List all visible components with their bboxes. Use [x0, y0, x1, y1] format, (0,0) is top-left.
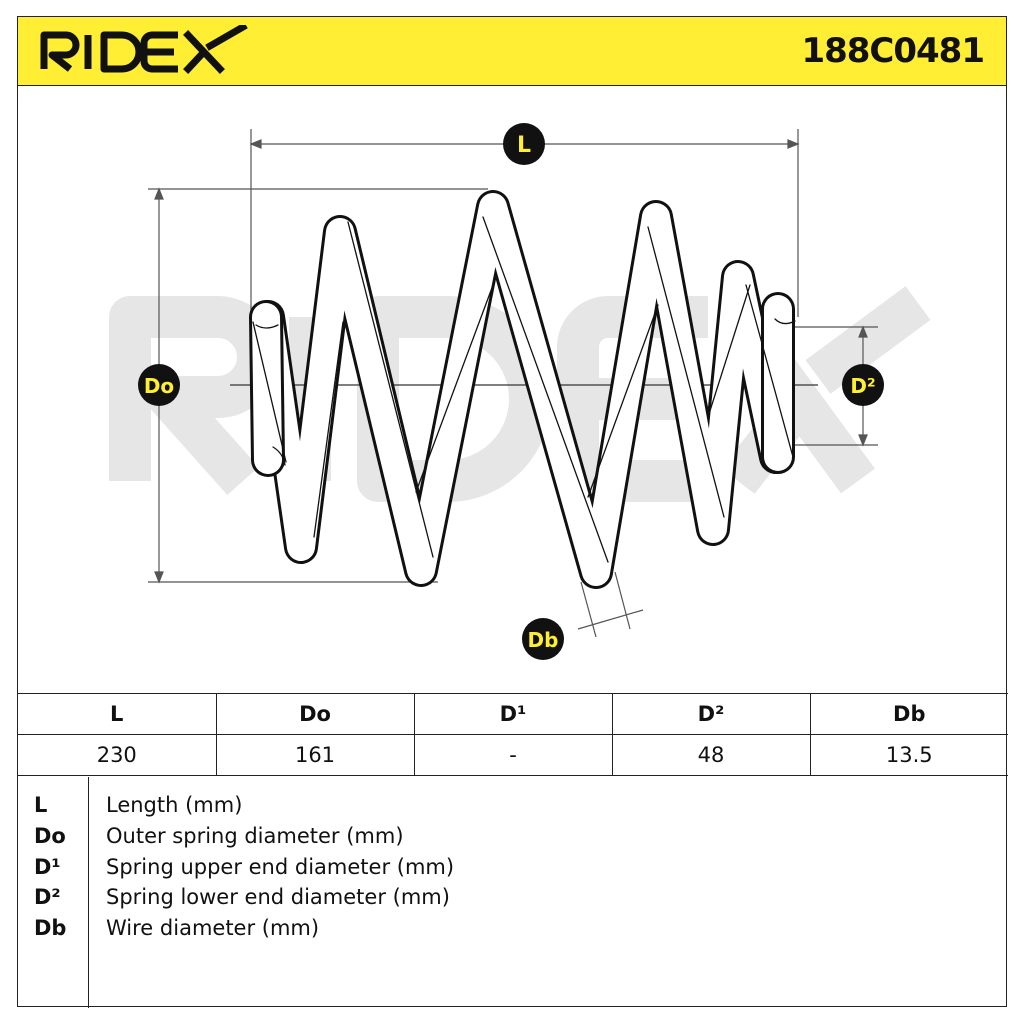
- svg-text:D²: D²: [850, 374, 875, 398]
- legend-abbr: L: [34, 793, 48, 817]
- legend-item: Db Wire diameter (mm): [18, 916, 1008, 946]
- svg-text:L: L: [517, 133, 531, 158]
- svg-text:Do: Do: [144, 374, 174, 398]
- legend-desc: Wire diameter (mm): [106, 916, 320, 940]
- label-Db: Db: [522, 618, 564, 660]
- legend-desc: Outer spring diameter (mm): [106, 824, 404, 848]
- product-sheet: 188C0481: [17, 16, 1008, 1008]
- header-L: L: [18, 693, 217, 735]
- spec-table-header-row: L Do D¹ D² Db: [18, 693, 1008, 735]
- value-Do: 161: [215, 734, 415, 776]
- ridex-logo: [40, 25, 248, 74]
- label-D2: D²: [842, 364, 884, 406]
- header-D2: D²: [611, 693, 811, 735]
- legend-item: L Length (mm): [18, 793, 1008, 823]
- legend-desc: Spring lower end diameter (mm): [106, 885, 450, 909]
- legend: L Length (mm) Do Outer spring diameter (…: [18, 777, 1008, 1008]
- spec-table: L Do D¹ D² Db 230 161 - 48 13.5: [18, 693, 1008, 776]
- legend-divider: [88, 777, 89, 1008]
- value-D2: 48: [611, 734, 811, 776]
- legend-desc: Length (mm): [106, 793, 243, 817]
- header-D1: D¹: [413, 693, 613, 735]
- spec-table-value-row: 230 161 - 48 13.5: [18, 734, 1008, 776]
- legend-abbr: D²: [34, 885, 61, 909]
- label-L: L: [503, 123, 545, 165]
- legend-item: D¹ Spring upper end diameter (mm): [18, 855, 1008, 885]
- legend-abbr: Do: [34, 824, 66, 848]
- label-Do: Do: [138, 364, 180, 406]
- part-number: 188C0481: [801, 31, 985, 71]
- legend-item: D² Spring lower end diameter (mm): [18, 885, 1008, 915]
- spring-drawing: L Do D² Db: [109, 123, 931, 660]
- legend-item: Do Outer spring diameter (mm): [18, 824, 1008, 854]
- header-bar: 188C0481: [18, 17, 1006, 86]
- header-Do: Do: [215, 693, 415, 735]
- value-D1: -: [413, 734, 613, 776]
- svg-text:Db: Db: [528, 628, 559, 652]
- header-Db: Db: [809, 693, 1008, 735]
- legend-abbr: Db: [34, 916, 67, 940]
- value-Db: 13.5: [809, 734, 1008, 776]
- legend-desc: Spring upper end diameter (mm): [106, 855, 455, 879]
- value-L: 230: [18, 734, 217, 776]
- spring-coils: [249, 190, 796, 589]
- legend-abbr: D¹: [34, 855, 61, 879]
